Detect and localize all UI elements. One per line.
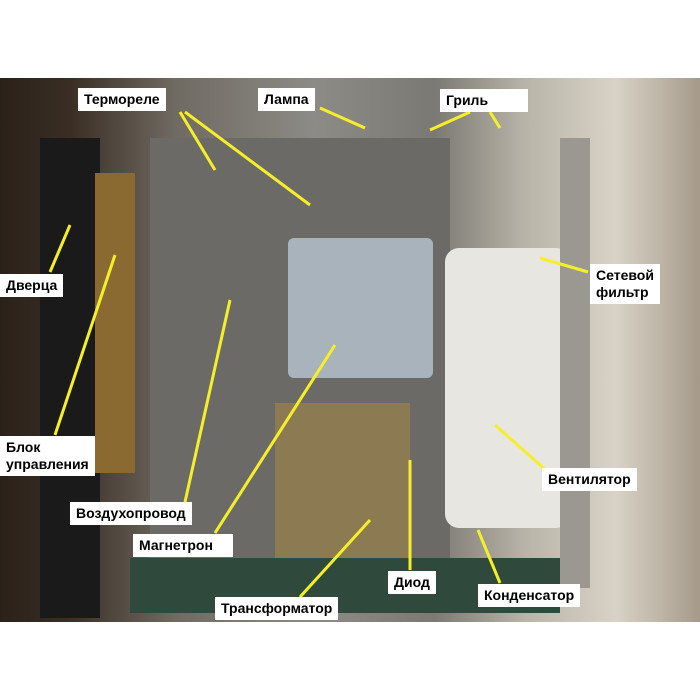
arrow-lamp — [319, 106, 366, 130]
arrow-transformer — [298, 518, 372, 599]
arrow-door — [48, 224, 72, 273]
arrow-thermorelay-2 — [184, 110, 311, 207]
arrow-capacitor — [476, 529, 502, 584]
arrow-grill-2 — [488, 111, 502, 129]
label-diode: Диод — [388, 571, 436, 594]
arrow-control — [53, 254, 117, 436]
arrow-magnetron — [213, 344, 337, 534]
arrow-line-filter — [539, 256, 589, 274]
label-air-duct: Воздухопровод — [70, 502, 192, 525]
door-edge — [40, 138, 100, 618]
label-door: Дверца — [0, 274, 64, 297]
arrow-fan — [494, 423, 549, 474]
label-lamp: Лампа — [258, 88, 315, 111]
arrow-air-duct — [183, 299, 232, 503]
arrow-thermorelay-1 — [178, 111, 217, 171]
magnetron — [288, 238, 433, 378]
label-capacitor: Конденсатор — [478, 584, 581, 607]
microwave-interior-photo — [0, 78, 700, 622]
arrow-grill-1 — [429, 110, 471, 132]
label-line-filter: Сетевой фильтр — [590, 264, 660, 304]
control-board — [95, 173, 135, 473]
side-panel — [560, 138, 590, 588]
label-control-unit: Блок управления — [0, 436, 95, 476]
label-transformer: Трансформатор — [215, 597, 339, 620]
label-control-unit-line2: управления — [6, 456, 89, 472]
label-fan: Вентилятор — [542, 468, 637, 491]
label-control-unit-line1: Блок — [6, 439, 41, 455]
label-thermorelay: Термореле — [78, 88, 166, 111]
label-line-filter-line2: фильтр — [596, 284, 649, 300]
label-line-filter-line1: Сетевой — [596, 267, 654, 283]
label-grill: Гриль — [440, 89, 529, 112]
transformer — [275, 403, 410, 563]
label-magnetron: Магнетрон — [133, 534, 233, 557]
